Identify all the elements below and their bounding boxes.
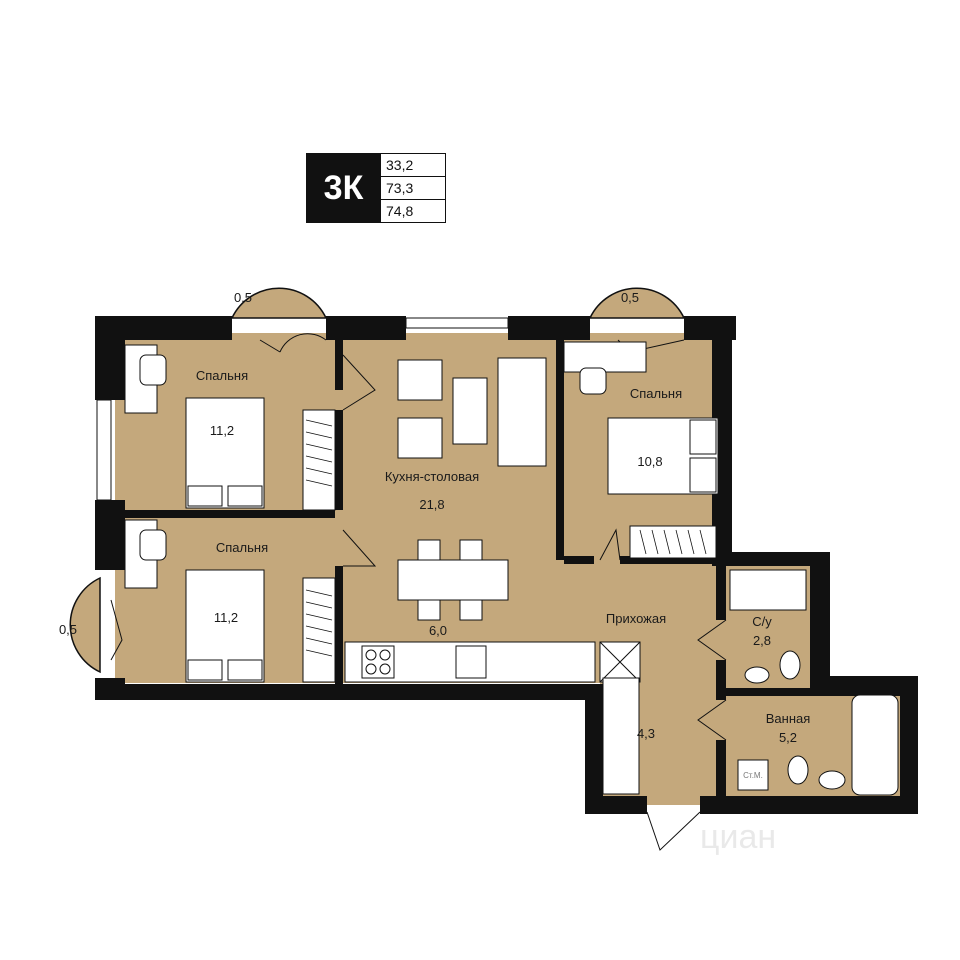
stove: [361, 645, 395, 679]
toilet-wc: [779, 650, 801, 680]
toilet-bath: [787, 755, 809, 785]
furniture: [124, 341, 899, 796]
armchair-1: [397, 359, 443, 401]
label-bathroom: Ванная: [766, 711, 811, 726]
room-count-label: 3К: [306, 153, 381, 223]
label-hallway: Прихожая: [606, 611, 666, 626]
walls: [95, 316, 918, 814]
chair-bottom-left: [139, 529, 167, 561]
watermark-text: циан: [700, 818, 776, 856]
area-bathroom: 5,2: [779, 730, 797, 745]
window-left: [96, 399, 112, 501]
window-kitchen: [405, 317, 509, 329]
area-hallway: 4,3: [637, 726, 655, 741]
area-wc: 2,8: [753, 633, 771, 648]
area-balcony-top-right: 0,5: [621, 290, 639, 305]
area-bedroom-bottom-left: 11,2: [214, 610, 238, 625]
desk-right: [563, 341, 647, 373]
wardrobe-hatching: [305, 419, 707, 657]
label-bedroom-bottom-left: Спальня: [216, 540, 268, 555]
armchair-2: [397, 417, 443, 459]
label-wc: С/у: [752, 614, 772, 629]
wardrobe-right: [629, 525, 717, 559]
label-bedroom-top-left: Спальня: [196, 368, 248, 383]
shower: [729, 569, 807, 611]
sofa: [497, 357, 547, 467]
balcony-top-right: [588, 287, 686, 319]
area-kitchen-zone: 6,0: [429, 623, 447, 638]
area-kitchen: 21,8: [419, 497, 444, 512]
total-area-with-balconies: 74,8: [381, 199, 446, 223]
balcony-top-left: [230, 287, 328, 319]
washbasin-bath: [818, 770, 846, 790]
doors: [110, 333, 727, 851]
dining-table: [397, 559, 509, 601]
label-kitchen: Кухня-столовая: [385, 469, 479, 484]
area-bedroom-top-left: 11,2: [210, 423, 234, 438]
area-bedroom-right: 10,8: [637, 454, 662, 469]
washing-machine: [737, 759, 769, 791]
chair-right: [579, 367, 607, 395]
washbasin-wc: [744, 666, 770, 684]
label-washing-machine: Ст.М.: [743, 771, 763, 780]
balcony-left: [69, 576, 101, 674]
shoe-rack: [602, 677, 640, 795]
coffee-table: [452, 377, 488, 445]
wardrobe-bottom-left: [302, 577, 336, 683]
label-bedroom-right: Спальня: [630, 386, 682, 401]
area-balcony-top-left: 0,5: [234, 290, 252, 305]
area-balcony-left: 0,5: [59, 622, 77, 637]
chair-top-left: [139, 354, 167, 386]
apartment-badge: 3К 33,2 73,3 74,8: [306, 153, 446, 223]
sink: [455, 645, 487, 679]
wardrobe-top-left: [302, 409, 336, 511]
bathtub: [851, 694, 899, 796]
area-values: 33,2 73,3 74,8: [381, 153, 446, 223]
